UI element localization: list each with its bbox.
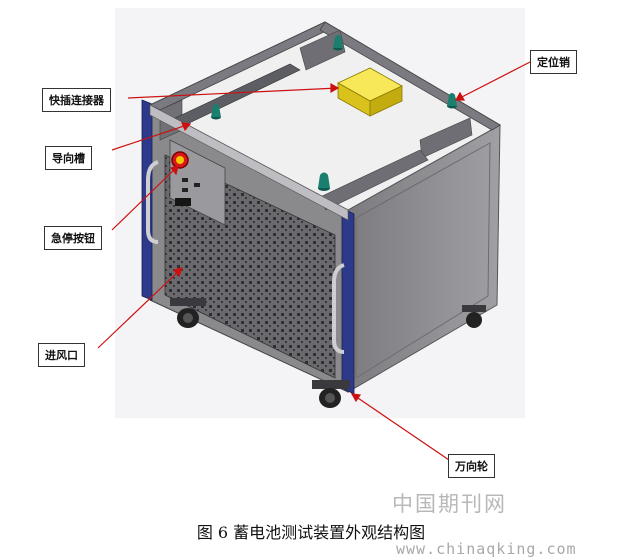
- indicator-1: [182, 178, 188, 182]
- display-window: [175, 198, 191, 206]
- leader-emergency-stop: [111, 165, 179, 231]
- figure-caption: 图 6 蓄电池测试装置外观结构图: [196, 523, 426, 542]
- locating-pin-1: [333, 35, 343, 51]
- caster-front-right: [312, 380, 350, 408]
- label-guide-groove: 导向槽: [45, 146, 92, 170]
- right-handle: [332, 263, 345, 354]
- leader-caster: [351, 393, 453, 463]
- caster-front-left: [170, 298, 206, 328]
- locating-pin-2: [447, 93, 457, 109]
- indicator-3: [194, 183, 200, 187]
- watermark-url: www.chinaqking.com: [396, 540, 577, 558]
- right-panel-recess: [355, 142, 491, 379]
- leader-air-inlet: [97, 267, 183, 349]
- leader-guide-groove: [111, 123, 191, 151]
- emergency-stop-ring: [176, 156, 184, 164]
- label-emergency-stop: 急停按钮: [44, 226, 102, 250]
- leader-lines: [97, 61, 531, 463]
- label-air-inlet: 进风口: [38, 343, 85, 367]
- watermark-site-name: 中国期刊网: [392, 492, 507, 516]
- rear-rail: [299, 29, 346, 71]
- leader-locating-pin: [455, 61, 531, 101]
- front-edge-rail: [149, 104, 349, 221]
- label-locating-pin: 定位销: [530, 50, 577, 74]
- locating-pin-4: [211, 104, 221, 120]
- left-handle: [146, 160, 159, 244]
- quick-connector-right: [369, 85, 403, 117]
- leader-quick-connector: [127, 87, 339, 99]
- caster-rear-right: [462, 305, 486, 328]
- indicator-2: [182, 188, 188, 192]
- label-quick-connector: 快插连接器: [42, 88, 111, 112]
- front-right-post: [341, 207, 355, 395]
- locating-pin-3: [318, 172, 330, 191]
- label-caster: 万向轮: [448, 454, 495, 478]
